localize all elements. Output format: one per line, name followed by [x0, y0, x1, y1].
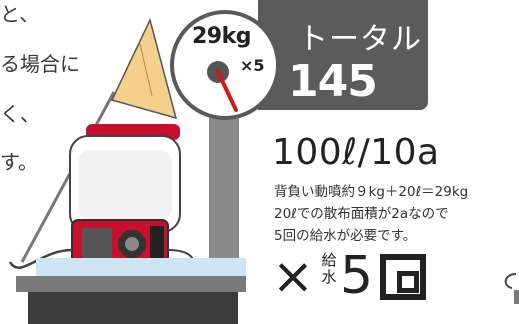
total-value: 145 kg — [288, 56, 378, 158]
scale-platform-top — [36, 258, 246, 278]
info-line-1: 背負い動噴約９kg＋20ℓ＝29kg — [274, 184, 469, 200]
left-text-line-3: く、 — [0, 102, 40, 126]
scale-platform-front — [16, 276, 246, 292]
scale-gauge: 29kg ×5 — [170, 10, 280, 120]
left-text-line-4: す。 — [0, 150, 38, 174]
flag-pole — [20, 91, 116, 263]
backpack-power-sprayer-icon — [8, 124, 195, 271]
sprayer-illustration — [8, 17, 195, 271]
flag-icon — [110, 17, 178, 120]
application-rate: 100ℓ/10a — [272, 132, 440, 173]
times-ruby: 給水 — [321, 251, 337, 286]
left-text-line-2: る場合に — [0, 52, 80, 76]
scale-platform-base — [28, 292, 238, 324]
info-line-2: 20ℓでの散布面積が2aなので — [274, 206, 449, 222]
scale-post — [209, 118, 239, 270]
gauge-weight: 29kg — [192, 24, 252, 49]
total-box: トータル 145 kg — [258, 0, 428, 158]
gauge-multiplier: ×5 — [240, 56, 265, 75]
total-label: トータル — [298, 22, 422, 57]
times-count: 5 — [340, 246, 374, 306]
times-mark: × — [272, 247, 314, 305]
kai-glyph-icon — [380, 254, 426, 300]
info-line-3: 5回の給水が必要です。 — [274, 228, 417, 244]
edge-hose-icon — [504, 273, 519, 304]
left-text-line-1: と、 — [0, 2, 40, 26]
gauge-needle-icon — [207, 61, 238, 112]
